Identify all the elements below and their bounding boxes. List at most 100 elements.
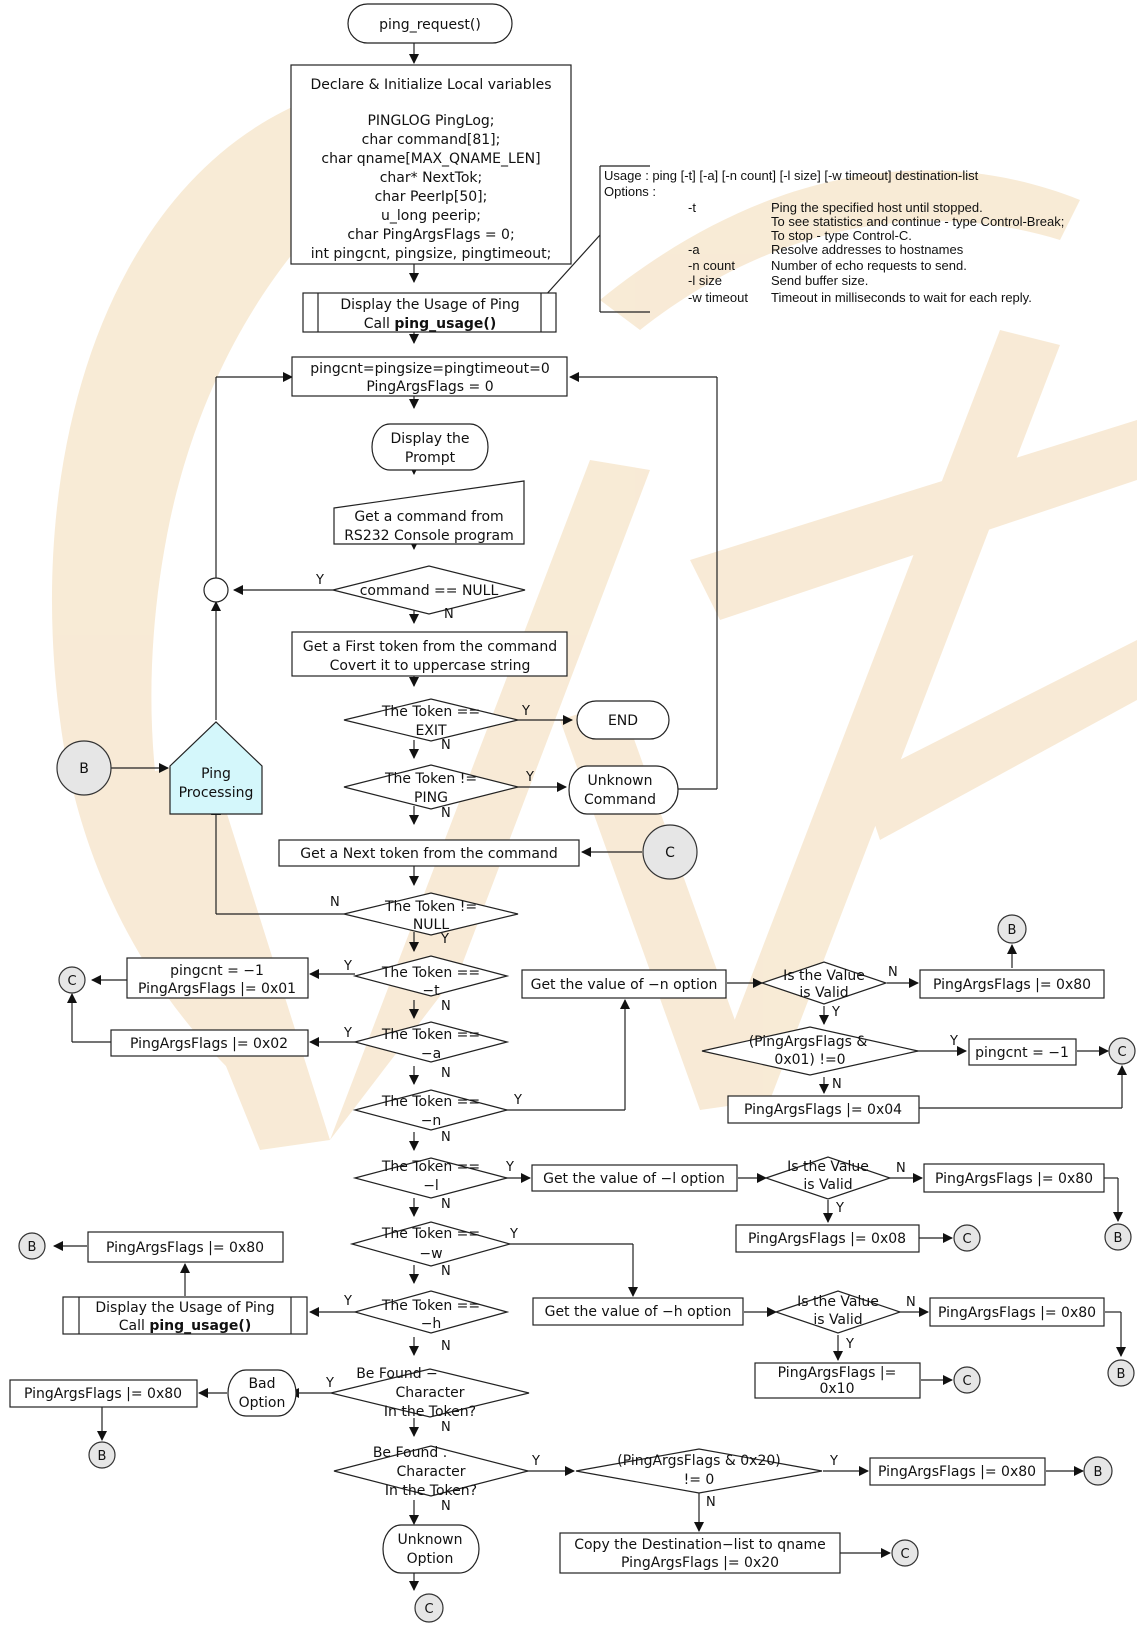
svg-text:char command[81];: char command[81]; (362, 132, 501, 148)
n-pingcnt-box: pingcnt = −1 (968, 1038, 1077, 1066)
svg-text:N: N (441, 1130, 451, 1145)
svg-text:Y: Y (835, 1201, 844, 1216)
svg-text:Get the value of −n option: Get the value of −n option (531, 977, 718, 993)
svg-text:char* NextTok;: char* NextTok; (380, 170, 483, 186)
start-terminal: ping_request() (347, 3, 513, 44)
svg-text:The Token ==: The Token == (381, 1027, 480, 1043)
n-check-decision: (PingArgsFlags & 0x01) !=0 (701, 1026, 919, 1076)
token-h-decision: The Token == −h (352, 1290, 510, 1334)
connector-b: B (1104, 1223, 1132, 1251)
svg-text:PingArgsFlags |= 0x01: PingArgsFlags |= 0x01 (138, 981, 296, 997)
connector-c: C (642, 824, 698, 880)
svg-text:The Token ==: The Token == (381, 1226, 480, 1242)
svg-text:0x01) !=0: 0x01) !=0 (774, 1052, 845, 1068)
svg-text:PingArgsFlags = 0: PingArgsFlags = 0 (366, 379, 493, 395)
l-invalid-box: PingArgsFlags |= 0x80 (923, 1163, 1105, 1193)
connector-b: B (18, 1232, 46, 1260)
display-usage-box-2: Display the Usage of Ping Call ping_usag… (62, 1296, 308, 1335)
svg-text:N: N (441, 1420, 451, 1435)
token-ping-decision: The Token != PING (343, 764, 519, 810)
svg-text:Character: Character (396, 1464, 465, 1480)
svg-text:N: N (832, 1077, 842, 1092)
dot-check-decision: (PingArgsFlags & 0x20) != 0 (575, 1448, 823, 1494)
svg-text:N: N (441, 1499, 451, 1514)
svg-text:The Token ==: The Token == (381, 1159, 480, 1175)
svg-text:NULL: NULL (413, 917, 450, 933)
svg-text:char PingArgsFlags = 0;: char PingArgsFlags = 0; (347, 227, 514, 243)
svg-text:N: N (706, 1495, 716, 1510)
svg-text:PingArgsFlags |= 0x80: PingArgsFlags |= 0x80 (106, 1240, 264, 1256)
svg-text:To stop - type Control-C.: To stop - type Control-C. (771, 228, 912, 243)
svg-text:PingArgsFlags |= 0x08: PingArgsFlags |= 0x08 (748, 1231, 906, 1247)
token-exit-decision: The Token == EXIT (343, 698, 519, 742)
unknown-option: Unknown Option (382, 1524, 480, 1574)
valid-h-decision: Is the Value is Valid (774, 1290, 902, 1334)
svg-text:Y: Y (325, 1376, 334, 1391)
t-action-box: pingcnt = −1 PingArgsFlags |= 0x01 (126, 957, 309, 999)
svg-text:N: N (444, 607, 454, 622)
svg-text:Processing: Processing (179, 785, 254, 801)
svg-text:PingArgsFlags |= 0x80: PingArgsFlags |= 0x80 (935, 1171, 1093, 1187)
svg-text:−t: −t (422, 983, 440, 999)
svg-text:-l size: -l size (688, 273, 722, 288)
n-flag-box: PingArgsFlags |= 0x04 (727, 1095, 920, 1124)
svg-text:Y: Y (513, 1093, 522, 1108)
svg-text:Call ping_usage(): Call ping_usage() (364, 316, 496, 332)
svg-text:RS232 Console program: RS232 Console program (344, 528, 514, 544)
connector-b: B (997, 914, 1027, 944)
svg-text:N: N (888, 965, 898, 980)
svg-text:Number of echo requests to sen: Number of echo requests to send. (771, 258, 967, 273)
first-token-box: Get a First token from the command Cover… (291, 631, 568, 677)
ping-processing: Ping Processing (169, 721, 263, 815)
connector-c: C (953, 1224, 981, 1252)
svg-text:Timeout in milliseconds to wai: Timeout in milliseconds to wait for each… (771, 290, 1032, 305)
svg-text:is Valid: is Valid (803, 1177, 852, 1193)
svg-text:Prompt: Prompt (405, 450, 456, 466)
svg-text:Unknown: Unknown (398, 1532, 463, 1548)
svg-text:N: N (441, 1066, 451, 1081)
connector-c: C (414, 1593, 444, 1623)
unknown-command: Unknown Command (568, 765, 679, 815)
svg-text:B: B (1114, 1231, 1123, 1246)
h-flag-box: PingArgsFlags |= 0x10 (754, 1362, 921, 1399)
svg-text:N: N (906, 1295, 916, 1310)
connector-c: C (1108, 1037, 1136, 1065)
svg-text:B: B (1094, 1465, 1103, 1480)
l-flag-box: PingArgsFlags |= 0x08 (735, 1224, 920, 1253)
svg-text:Copy the Destination−list to q: Copy the Destination−list to qname (574, 1537, 826, 1553)
svg-text:B: B (1117, 1367, 1126, 1382)
svg-text:B: B (79, 761, 89, 777)
svg-text:The Token !=: The Token != (384, 771, 477, 787)
svg-text:−h: −h (421, 1316, 442, 1332)
svg-text:N: N (896, 1161, 906, 1176)
svg-text:−n: −n (421, 1113, 442, 1129)
bad-option: Bad Option (227, 1369, 297, 1417)
token-a-decision: The Token == −a (352, 1021, 510, 1063)
reset-variables-box: pingcnt=pingsize=pingtimeout=0 PingArgsF… (291, 356, 568, 397)
svg-text:B: B (98, 1449, 107, 1464)
svg-text:Y: Y (505, 1160, 514, 1175)
svg-text:char PeerIp[50];: char PeerIp[50]; (375, 189, 488, 205)
svg-text:Y: Y (315, 573, 324, 588)
svg-text:Unknown: Unknown (588, 773, 653, 789)
svg-text:Y: Y (343, 959, 352, 974)
svg-text:-a: -a (688, 242, 700, 257)
svg-text:N: N (441, 999, 451, 1014)
svg-text:Y: Y (521, 704, 530, 719)
svg-text:-n count: -n count (688, 258, 735, 273)
svg-text:N: N (441, 1264, 451, 1279)
svg-text:Be Found .: Be Found . (373, 1445, 447, 1461)
next-token-box: Get a Next token from the command (278, 839, 580, 867)
found-dash-decision: Be Found − Character In the Token? (330, 1366, 530, 1420)
command-null-decision: command == NULL (332, 565, 526, 615)
svg-text:Call ping_usage(): Call ping_usage() (119, 1318, 251, 1334)
svg-text:−l: −l (423, 1178, 439, 1194)
found-dot-decision: Be Found . Character In the Token? (333, 1445, 529, 1499)
svg-text:C: C (962, 1232, 971, 1247)
svg-text:Get a First token from the com: Get a First token from the command (303, 639, 557, 655)
display-usage-box-1: Display the Usage of Ping Call ping_usag… (302, 292, 557, 333)
svg-text:Declare & Initialize Local var: Declare & Initialize Local variables (311, 77, 552, 93)
bad-flag-box: PingArgsFlags |= 0x80 (9, 1379, 198, 1408)
token-n-decision: The Token == −n (352, 1089, 510, 1131)
svg-text:char qname[MAX_QNAME_LEN]: char qname[MAX_QNAME_LEN] (321, 151, 540, 167)
